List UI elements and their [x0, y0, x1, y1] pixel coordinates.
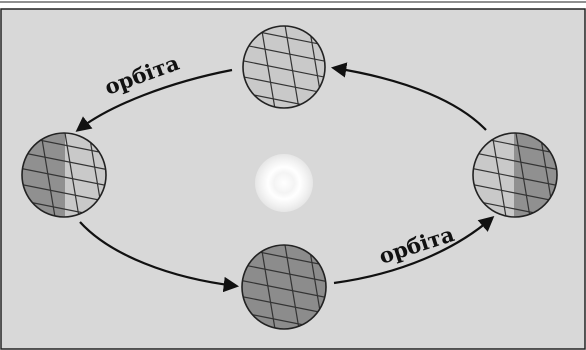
sun — [255, 154, 313, 212]
